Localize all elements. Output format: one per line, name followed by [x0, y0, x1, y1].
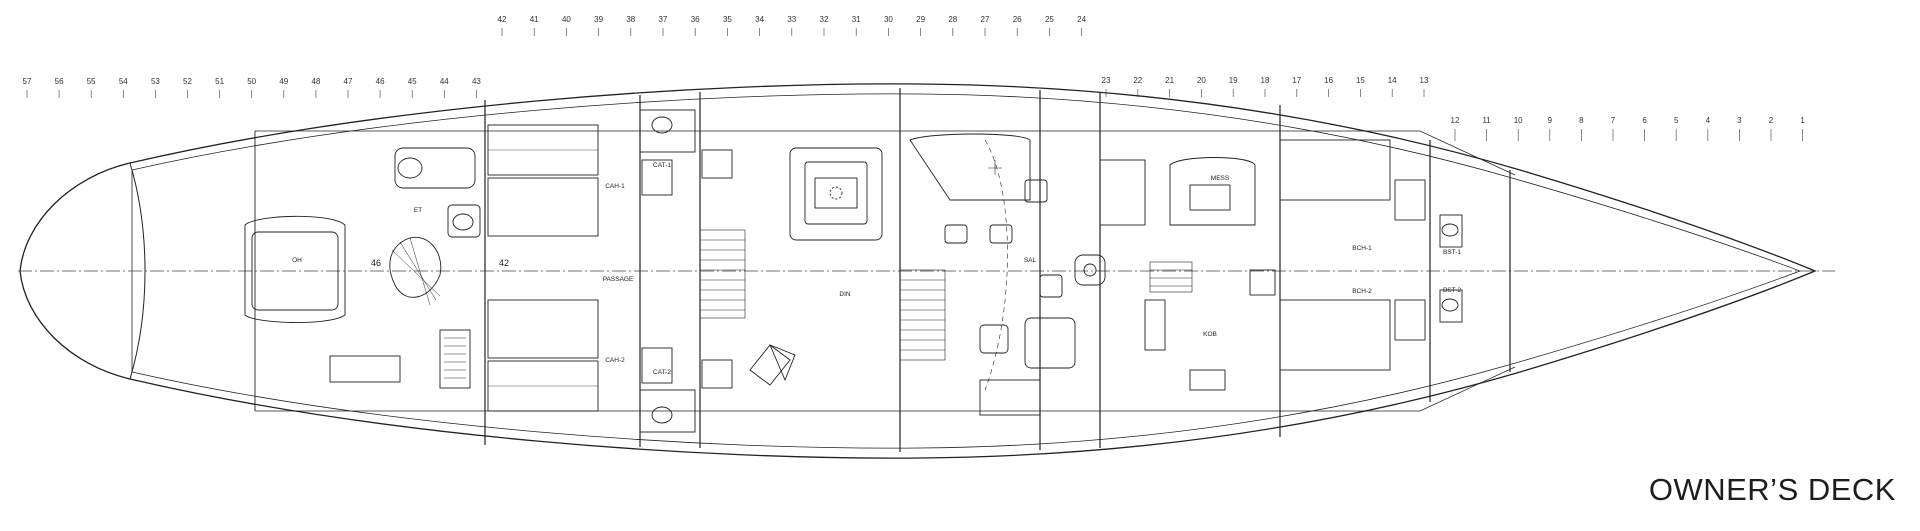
frame-number: 13 — [1420, 76, 1429, 85]
guest-cabins — [487, 109, 733, 433]
frame-number: 28 — [948, 15, 957, 24]
galley-mess — [1074, 157, 1276, 391]
room-et: ET — [414, 207, 422, 214]
frame-numbers-top: 42 41 40 39 38 37 36 35 34 33 32 31 30 29 28 27 26 25 24 — [498, 15, 1087, 36]
owner-cabin — [244, 147, 481, 389]
frame-number: 45 — [408, 77, 417, 86]
room-cah1: CAH-1 — [605, 183, 625, 190]
frame-number: 20 — [1197, 76, 1206, 85]
frame-number: 2 — [1769, 116, 1774, 125]
frame-numbers-right: 12 11 10 9 8 7 6 5 4 3 2 1 — [1451, 116, 1805, 141]
room-cah2: CAH-2 — [605, 357, 625, 364]
frame-number: 19 — [1229, 76, 1238, 85]
frame-number: 8 — [1579, 116, 1584, 125]
frame-number: 6 — [1642, 116, 1647, 125]
frame-number: 23 — [1102, 76, 1111, 85]
room-mess: MESS — [1211, 175, 1230, 182]
stairs — [699, 229, 1193, 361]
frame-number: 48 — [311, 77, 320, 86]
room-passage: PASSAGE — [603, 276, 634, 283]
room-bst1: BST-1 — [1443, 249, 1461, 256]
hull-outline — [19, 83, 1817, 459]
frame-number: 1 — [1800, 116, 1805, 125]
frame-number: 30 — [884, 15, 893, 24]
frame-number: 44 — [440, 77, 449, 86]
frame-number: 4 — [1706, 116, 1711, 125]
room-din: DIN — [839, 291, 851, 298]
frame-46-marker: 46 — [371, 258, 381, 268]
frame-number: 40 — [562, 15, 571, 24]
frame-number: 35 — [723, 15, 732, 24]
frame-number: 29 — [916, 15, 925, 24]
frame-number: 55 — [87, 77, 96, 86]
frame-number: 16 — [1324, 76, 1333, 85]
frame-number: 39 — [594, 15, 603, 24]
frame-number: 57 — [23, 77, 32, 86]
frame-number: 22 — [1133, 76, 1142, 85]
frame-number: 32 — [820, 15, 829, 24]
frame-number: 47 — [344, 77, 353, 86]
room-bch1: BCH-1 — [1352, 245, 1372, 252]
frame-42-marker: 42 — [499, 258, 509, 268]
frame-number: 34 — [755, 15, 764, 24]
frame-number: 3 — [1737, 116, 1742, 125]
room-kob: KOB — [1203, 331, 1217, 338]
frame-number: 56 — [55, 77, 64, 86]
crew-cabins — [1279, 139, 1463, 371]
frame-number: 42 — [498, 15, 507, 24]
frame-numbers-left: 57 56 55 54 53 52 51 50 49 48 47 46 45 44 43 — [23, 77, 481, 98]
frame-number: 24 — [1077, 15, 1086, 24]
frame-number: 17 — [1292, 76, 1301, 85]
frame-number: 31 — [852, 15, 861, 24]
frame-number: 52 — [183, 77, 192, 86]
bulkheads — [484, 88, 1511, 452]
frame-number: 46 — [376, 77, 385, 86]
frame-number: 25 — [1045, 15, 1054, 24]
frame-number: 26 — [1013, 15, 1022, 24]
frame-number: 15 — [1356, 76, 1365, 85]
dining-area — [749, 147, 883, 386]
frame-number: 5 — [1674, 116, 1679, 125]
frame-number: 43 — [472, 77, 481, 86]
room-labels: OH ET CAH-1 CAH-2 PASSAGE CAT-1 CAT-2 DI… — [292, 162, 1461, 376]
room-cat2: CAT-2 — [653, 369, 671, 376]
frame-number: 54 — [119, 77, 128, 86]
frame-number: 18 — [1261, 76, 1270, 85]
frame-number: 7 — [1611, 116, 1616, 125]
frame-number: 11 — [1482, 116, 1491, 125]
frame-number: 9 — [1548, 116, 1553, 125]
frame-number: 49 — [279, 77, 288, 86]
frame-numbers-mid: 23 22 21 20 19 18 17 16 15 14 13 — [1102, 76, 1429, 97]
frame-number: 50 — [247, 77, 256, 86]
room-bst2: BST-2 — [1443, 287, 1461, 294]
room-sal: SAL — [1024, 257, 1037, 264]
room-bch2: BCH-2 — [1352, 288, 1372, 295]
frame-number: 14 — [1388, 76, 1397, 85]
saloon — [909, 133, 1076, 416]
frame-number: 38 — [626, 15, 635, 24]
frame-number: 41 — [530, 15, 539, 24]
frame-number: 21 — [1165, 76, 1174, 85]
frame-number: 51 — [215, 77, 224, 86]
frame-number: 10 — [1514, 116, 1523, 125]
room-cat1: CAT-1 — [653, 162, 671, 169]
frame-number: 12 — [1451, 116, 1460, 125]
deck-title: OWNER’S DECK — [1648, 472, 1896, 507]
frame-number: 36 — [691, 15, 700, 24]
frame-number: 53 — [151, 77, 160, 86]
frame-number: 27 — [981, 15, 990, 24]
room-oh: OH — [292, 257, 302, 264]
frame-number: 37 — [659, 15, 668, 24]
frame-number: 33 — [787, 15, 796, 24]
